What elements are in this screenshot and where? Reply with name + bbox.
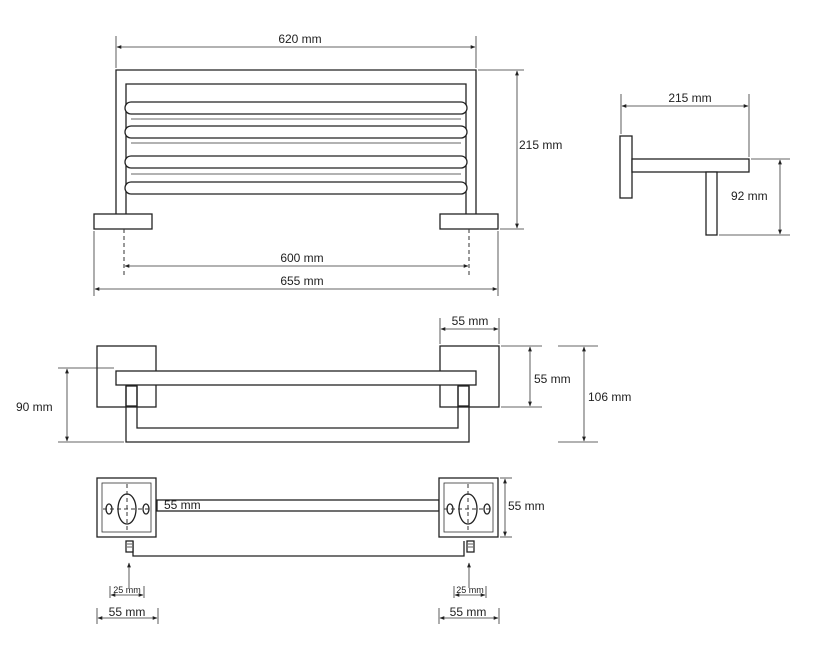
side-arm (631, 158, 750, 173)
side-view: 215 mm 92 mm (619, 91, 790, 236)
front-left-plate (93, 213, 153, 230)
dim-bottom-right-offset: 25 mm (456, 585, 484, 595)
dim-front-total-width: 655 mm (280, 274, 323, 288)
dim-bottom-inner-width: 55 mm (164, 498, 201, 512)
dim-front-mount-spacing: 600 mm (280, 251, 323, 265)
bottom-rail-lower (132, 541, 465, 557)
dim-side-height: 92 mm (731, 189, 768, 203)
dim-bottom-left-offset: 25 mm (113, 585, 141, 595)
dim-front-top-width: 620 mm (278, 32, 321, 46)
bottom-left-set-screw (125, 540, 134, 553)
top-frame-inner (136, 386, 459, 429)
dim-bottom-left-width: 55 mm (109, 605, 146, 619)
dim-front-height: 215 mm (519, 138, 562, 152)
dim-top-flange-height: 55 mm (534, 372, 571, 386)
bottom-view: 55 mm 55 mm 25 mm 25 mm 55 mm 55 mm (96, 477, 545, 624)
dim-side-depth: 215 mm (668, 91, 711, 105)
front-right-plate (439, 213, 499, 230)
front-rails (124, 101, 468, 195)
bottom-right-set-screw (466, 540, 475, 553)
side-wall-plate (619, 135, 633, 199)
bottom-left-plate (96, 477, 157, 538)
side-hanger (705, 171, 718, 236)
top-frame-outer (125, 386, 470, 443)
front-view: 620 mm 215 mm 600 mm 655 mm (93, 32, 562, 296)
dim-top-total-height: 106 mm (588, 390, 631, 404)
front-frame-inner (125, 83, 467, 216)
top-shelf-bar (115, 370, 477, 386)
dim-top-left-height: 90 mm (16, 400, 53, 414)
front-frame-outer (115, 69, 477, 216)
dim-bottom-right-height: 55 mm (508, 499, 545, 513)
dim-top-flange-width: 55 mm (452, 314, 489, 328)
top-view: 55 mm 55 mm 106 mm 90 mm (16, 314, 631, 443)
bottom-right-plate (438, 477, 499, 538)
dim-bottom-right-width: 55 mm (450, 605, 487, 619)
